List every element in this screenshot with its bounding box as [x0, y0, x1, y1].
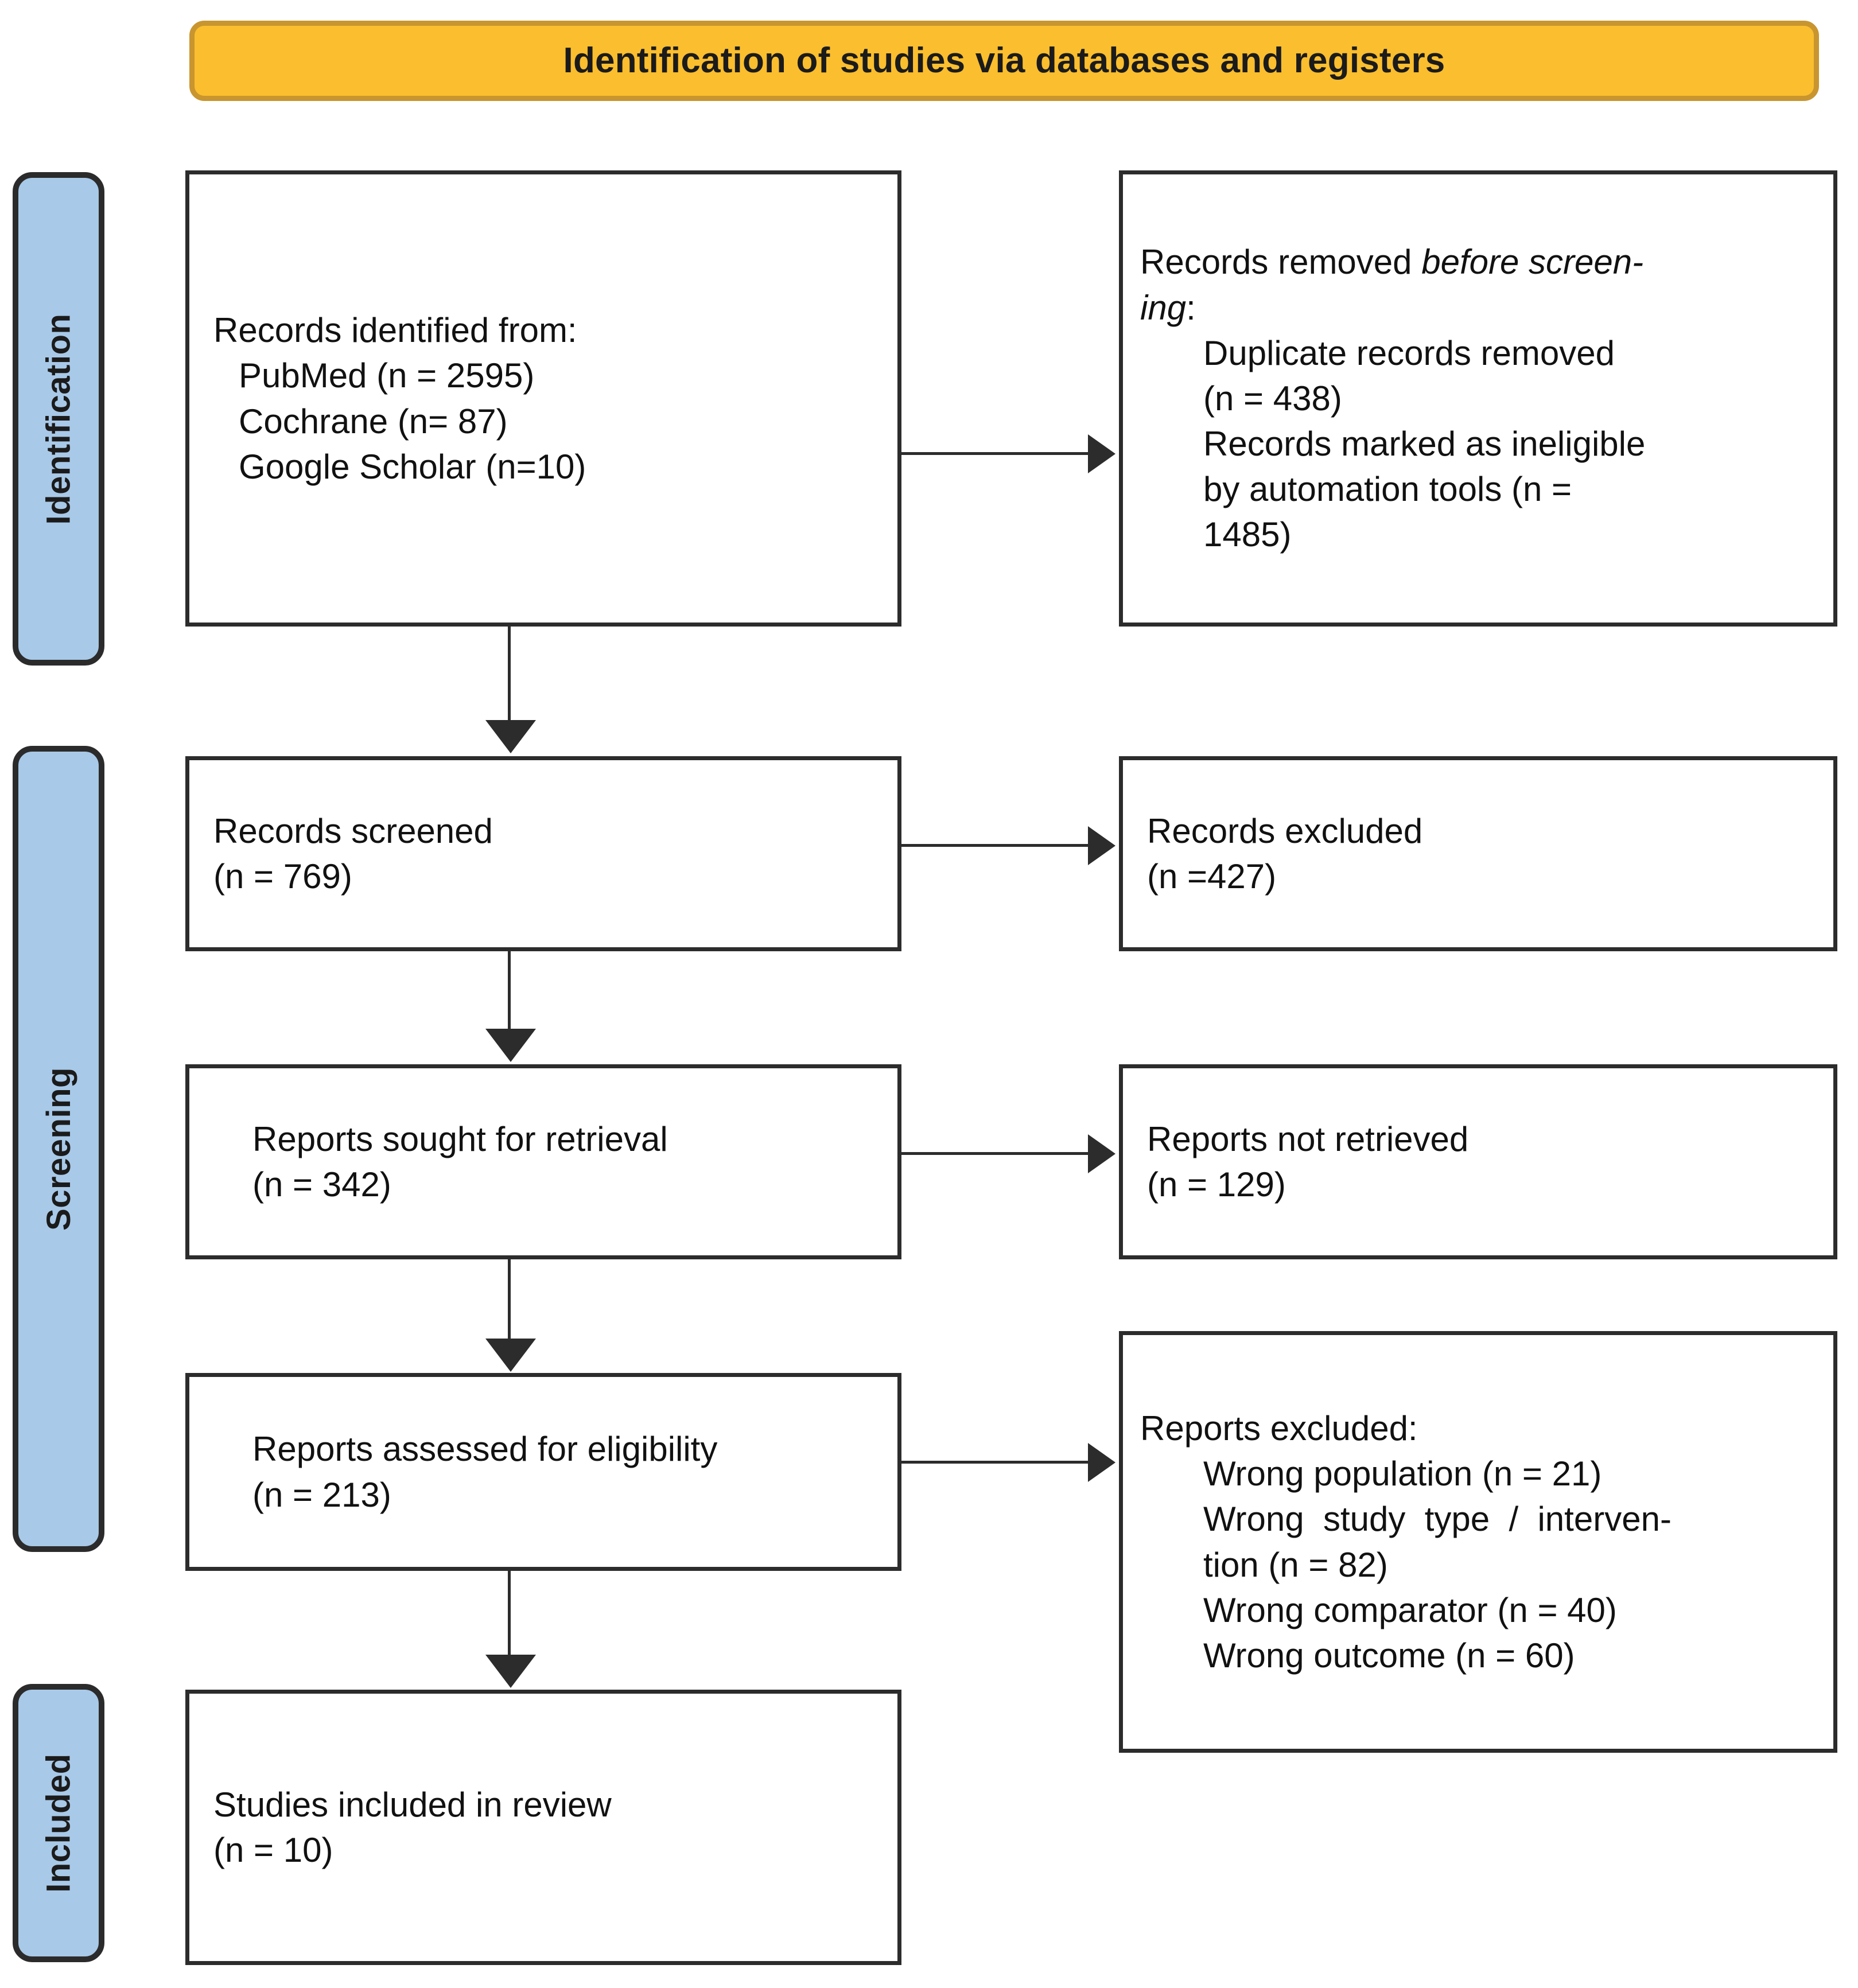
- box-reports-sought-for-retrieval: Reports sought for retrieval (n = 342): [185, 1064, 901, 1259]
- records-removed-automation-tools: Records marked as ineligible by automati…: [1203, 425, 1646, 554]
- stage-tab-identification: Identification: [13, 172, 104, 666]
- connector-assessed-to-reportsexcluded-arrowhead-icon: [1088, 1443, 1115, 1482]
- records-identified-heading: Records identified from:: [213, 311, 577, 350]
- diagram-title: Identification of studies via databases …: [563, 40, 1445, 80]
- box-reports-assessed-for-eligibility: Reports assessed for eligibility (n = 21…: [185, 1373, 901, 1571]
- records-removed-heading-italic: before screen- ing: [1140, 243, 1644, 327]
- reports-excluded-wrong-outcome: Wrong outcome (n = 60): [1203, 1636, 1575, 1675]
- connector-sought-to-notretrieved-arrowhead-icon: [1088, 1134, 1115, 1173]
- connector-screened-to-excluded-line: [901, 844, 1091, 847]
- stage-tab-included-label: Included: [40, 1753, 77, 1893]
- stage-tab-identification-label: Identification: [40, 313, 77, 524]
- box-records-removed-before-screening: Records removed before screen- ing: Dupl…: [1119, 170, 1837, 627]
- connector-identified-to-removed-line: [901, 452, 1091, 455]
- reports-excluded-wrong-population: Wrong population (n = 21): [1203, 1454, 1602, 1493]
- reports-excluded-heading: Reports excluded:: [1140, 1409, 1418, 1448]
- reports-excluded-wrong-study-type: Wrong study type / interven- tion (n = 8…: [1203, 1500, 1672, 1584]
- connector-sought-to-assessed-line: [508, 1259, 511, 1340]
- records-removed-heading-tail: :: [1186, 288, 1196, 327]
- box-studies-included-in-review: Studies included in review (n = 10): [185, 1690, 901, 1965]
- reports-not-retrieved-text: Reports not retrieved (n = 129): [1147, 1119, 1469, 1204]
- records-identified-source-pubmed: PubMed (n = 2595): [239, 356, 535, 395]
- connector-assessed-to-included-arrowhead-icon: [485, 1655, 536, 1688]
- box-reports-not-retrieved: Reports not retrieved (n = 129): [1119, 1064, 1837, 1259]
- stage-tab-screening-label: Screening: [40, 1067, 77, 1231]
- stage-tab-screening: Screening: [13, 746, 104, 1552]
- connector-assessed-to-included-line: [508, 1571, 511, 1656]
- records-identified-source-google-scholar: Google Scholar (n=10): [239, 447, 586, 486]
- connector-screened-to-excluded-arrowhead-icon: [1088, 826, 1115, 865]
- connector-sought-to-assessed-arrowhead-icon: [485, 1339, 536, 1372]
- diagram-header-banner: Identification of studies via databases …: [189, 21, 1819, 101]
- records-removed-heading: Records removed before screen- ing:: [1140, 239, 1816, 330]
- connector-screened-to-sought-line: [508, 951, 511, 1030]
- connector-identified-to-screened-line: [508, 627, 511, 723]
- reports-assessed-text: Reports assessed for eligibility (n = 21…: [252, 1430, 718, 1514]
- records-excluded-text: Records excluded (n =427): [1147, 811, 1423, 896]
- studies-included-text: Studies included in review (n = 10): [213, 1785, 612, 1869]
- records-removed-duplicates: Duplicate records removed (n = 438): [1203, 333, 1615, 418]
- box-reports-excluded: Reports excluded: Wrong population (n = …: [1119, 1331, 1837, 1753]
- records-identified-source-cochrane: Cochrane (n= 87): [239, 402, 508, 441]
- connector-identified-to-screened-arrowhead-icon: [485, 720, 536, 753]
- connector-sought-to-notretrieved-line: [901, 1152, 1091, 1155]
- box-records-excluded: Records excluded (n =427): [1119, 756, 1837, 951]
- reports-excluded-wrong-comparator: Wrong comparator (n = 40): [1203, 1590, 1617, 1629]
- box-records-identified: Records identified from: PubMed (n = 259…: [185, 170, 901, 627]
- connector-screened-to-sought-arrowhead-icon: [485, 1029, 536, 1062]
- reports-sought-text: Reports sought for retrieval (n = 342): [252, 1119, 668, 1204]
- box-records-screened: Records screened (n = 769): [185, 756, 901, 951]
- records-removed-heading-plain: Records removed: [1140, 243, 1422, 282]
- connector-assessed-to-reportsexcluded-line: [901, 1461, 1091, 1464]
- connector-identified-to-removed-arrowhead-icon: [1088, 434, 1115, 473]
- stage-tab-included: Included: [13, 1684, 104, 1962]
- records-screened-text: Records screened (n = 769): [213, 811, 493, 896]
